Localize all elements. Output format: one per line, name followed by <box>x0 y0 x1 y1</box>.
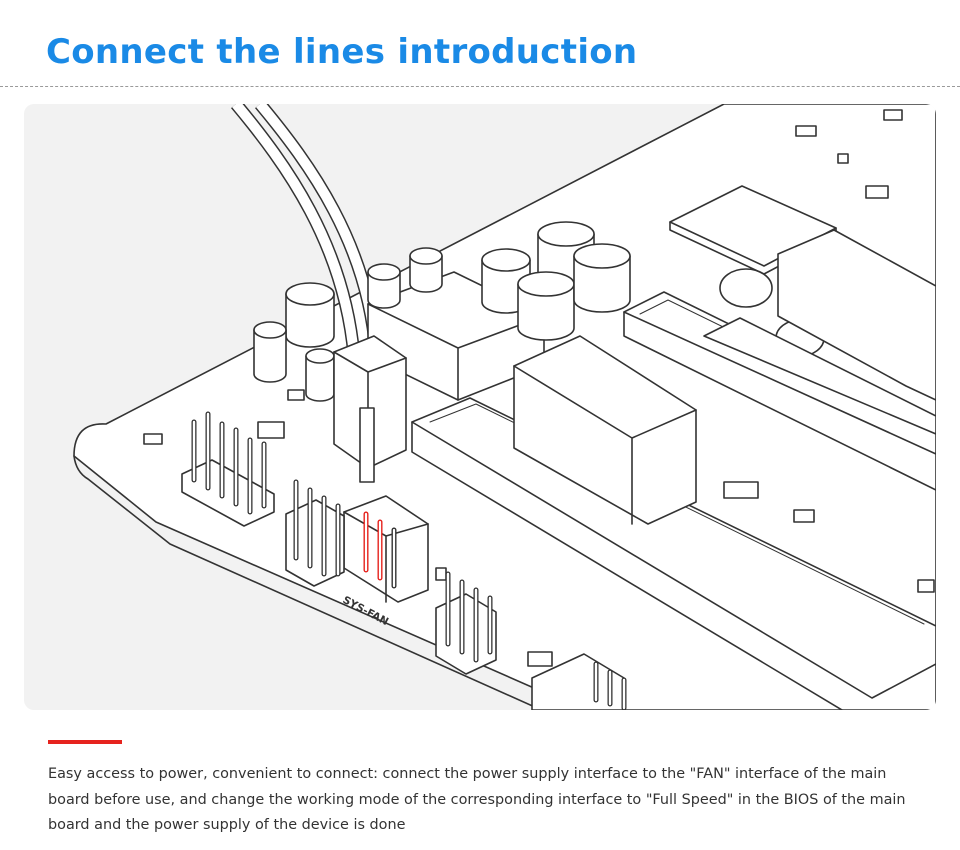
motherboard-line-art-icon: SYS-FAN <box>73 104 936 710</box>
description-text: Easy access to power, convenient to conn… <box>48 766 906 833</box>
title-divider <box>0 86 960 87</box>
accent-bar <box>48 740 122 744</box>
page-title: Connect the lines introduction <box>46 32 638 72</box>
motherboard-illustration: SYS-FAN <box>24 104 936 710</box>
